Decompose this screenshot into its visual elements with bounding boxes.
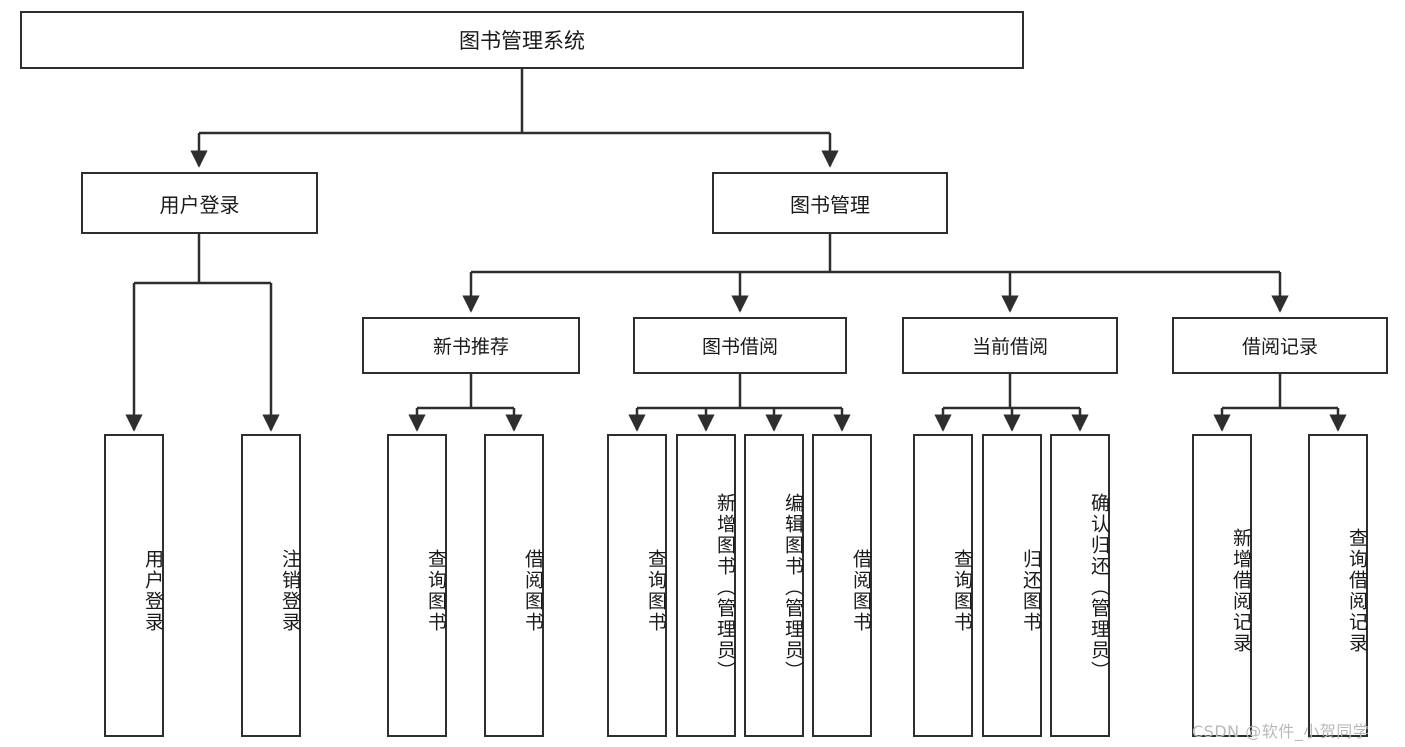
node-book-borrow-label: 图书借阅	[701, 336, 778, 358]
node-borrow-record[interactable]: 借阅记录	[1172, 317, 1388, 374]
leaf-current-confirm-return[interactable]: 确认归还（管理员）	[1050, 434, 1110, 737]
leaf-borrow-edit-book[interactable]: 编辑图书（管理员）	[744, 434, 804, 737]
leaf-borrow-borrow-book[interactable]: 借阅图书	[812, 434, 872, 737]
leaf-record-query-label: 查询借阅记录	[1346, 527, 1368, 654]
leaf-current-query-book[interactable]: 查询图书	[913, 434, 973, 737]
leaf-borrow-add-book[interactable]: 新增图书（管理员）	[676, 434, 736, 737]
node-new-book-recommend[interactable]: 新书推荐	[362, 317, 580, 374]
leaf-borrow-query-book[interactable]: 查询图书	[607, 434, 667, 737]
leaf-user-login-logout-label: 注销登录	[279, 548, 301, 633]
leaf-borrow-edit-book-label: 编辑图书（管理员）	[782, 493, 804, 682]
node-user-login-label: 用户登录	[159, 192, 240, 217]
node-user-login[interactable]: 用户登录	[81, 172, 318, 234]
leaf-current-query-book-label: 查询图书	[951, 548, 973, 633]
node-new-book-recommend-label: 新书推荐	[432, 336, 509, 358]
node-book-borrow[interactable]: 图书借阅	[633, 317, 847, 374]
node-borrow-record-label: 借阅记录	[1241, 336, 1318, 358]
leaf-record-add-label: 新增借阅记录	[1230, 527, 1252, 654]
leaf-new-book-borrow-label: 借阅图书	[522, 548, 544, 633]
leaf-borrow-add-book-label: 新增图书（管理员）	[714, 493, 736, 682]
node-current-borrow-label: 当前借阅	[971, 336, 1048, 358]
leaf-user-login-login[interactable]: 用户登录	[104, 434, 164, 737]
leaf-user-login-logout[interactable]: 注销登录	[241, 434, 301, 737]
node-root-label: 图书管理系统	[459, 29, 585, 53]
leaf-record-add[interactable]: 新增借阅记录	[1192, 434, 1252, 737]
leaf-record-query[interactable]: 查询借阅记录	[1308, 434, 1368, 737]
leaf-new-book-borrow[interactable]: 借阅图书	[484, 434, 544, 737]
node-book-management-label: 图书管理	[790, 192, 870, 217]
leaf-current-confirm-return-label: 确认归还（管理员）	[1088, 493, 1110, 682]
leaf-user-login-login-label: 用户登录	[142, 548, 164, 633]
leaf-new-book-query[interactable]: 查询图书	[387, 434, 447, 737]
node-book-management[interactable]: 图书管理	[712, 172, 948, 234]
leaf-borrow-query-book-label: 查询图书	[645, 548, 667, 633]
leaf-borrow-borrow-book-label: 借阅图书	[850, 548, 872, 633]
leaf-current-return-book-label: 归还图书	[1020, 548, 1042, 633]
leaf-new-book-query-label: 查询图书	[425, 548, 447, 633]
node-current-borrow[interactable]: 当前借阅	[902, 317, 1118, 374]
node-root[interactable]: 图书管理系统	[20, 11, 1024, 69]
leaf-current-return-book[interactable]: 归还图书	[982, 434, 1042, 737]
